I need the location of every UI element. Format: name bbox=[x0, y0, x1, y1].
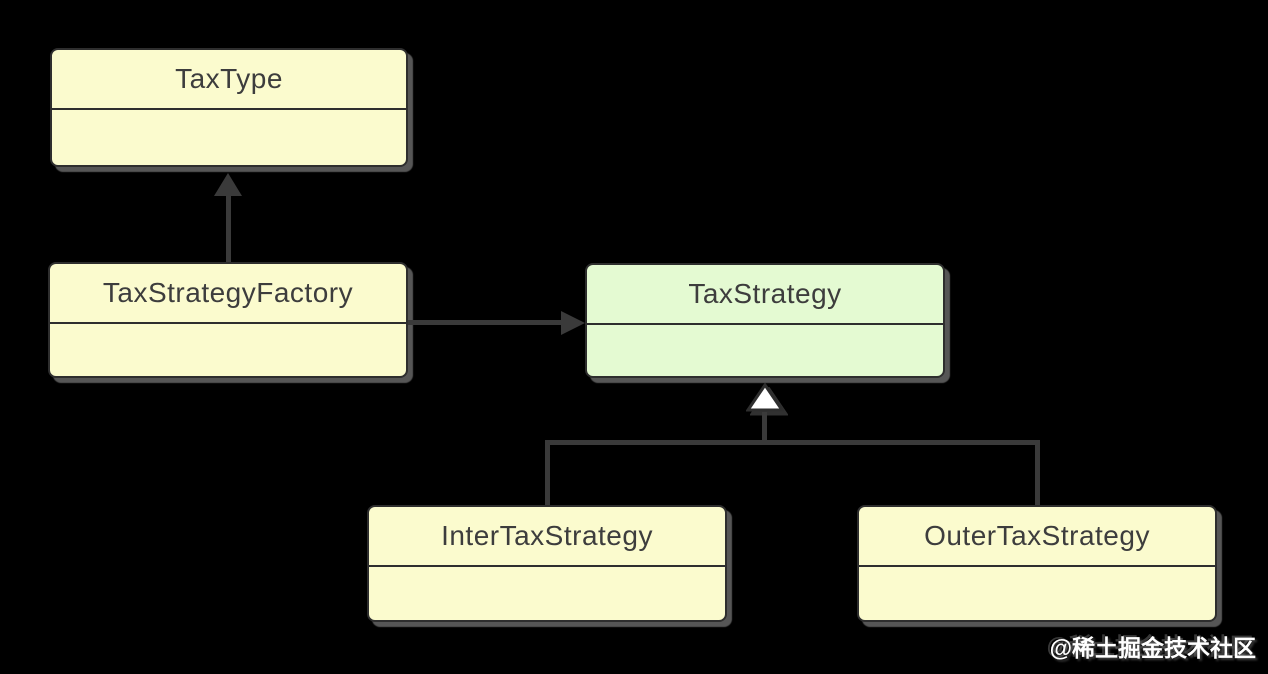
association-line-factory-to-tax-type bbox=[226, 193, 231, 262]
generalization-drop-line-outer bbox=[1035, 440, 1040, 505]
class-box-inter-tax-strategy: InterTaxStrategy bbox=[367, 505, 727, 622]
class-name-tax-type: TaxType bbox=[52, 50, 406, 110]
class-body-inter-tax-strategy bbox=[369, 567, 725, 620]
class-box-tax-strategy: TaxStrategy bbox=[585, 263, 945, 378]
association-arrowhead-to-tax-strategy bbox=[561, 311, 585, 335]
class-name-tax-strategy-factory: TaxStrategyFactory bbox=[50, 264, 406, 324]
class-body-tax-strategy bbox=[587, 325, 943, 376]
association-line-factory-to-tax-strategy bbox=[408, 320, 564, 325]
association-arrowhead-to-tax-type bbox=[214, 173, 242, 196]
class-box-tax-type: TaxType bbox=[50, 48, 408, 167]
class-name-outer-tax-strategy: OuterTaxStrategy bbox=[859, 507, 1215, 567]
generalization-triangle-icon bbox=[746, 383, 784, 412]
generalization-drop-line-inter bbox=[545, 440, 550, 505]
juejin-watermark: @稀土掘金技术社区 bbox=[1049, 635, 1256, 661]
class-name-inter-tax-strategy: InterTaxStrategy bbox=[369, 507, 725, 567]
generalization-horizontal-line bbox=[545, 440, 1040, 445]
class-body-outer-tax-strategy bbox=[859, 567, 1215, 620]
class-box-outer-tax-strategy: OuterTaxStrategy bbox=[857, 505, 1217, 622]
class-box-tax-strategy-factory: TaxStrategyFactory bbox=[48, 262, 408, 378]
generalization-stub-line bbox=[762, 412, 767, 442]
class-body-tax-strategy-factory bbox=[50, 324, 406, 376]
class-body-tax-type bbox=[52, 110, 406, 165]
class-name-tax-strategy: TaxStrategy bbox=[587, 265, 943, 325]
